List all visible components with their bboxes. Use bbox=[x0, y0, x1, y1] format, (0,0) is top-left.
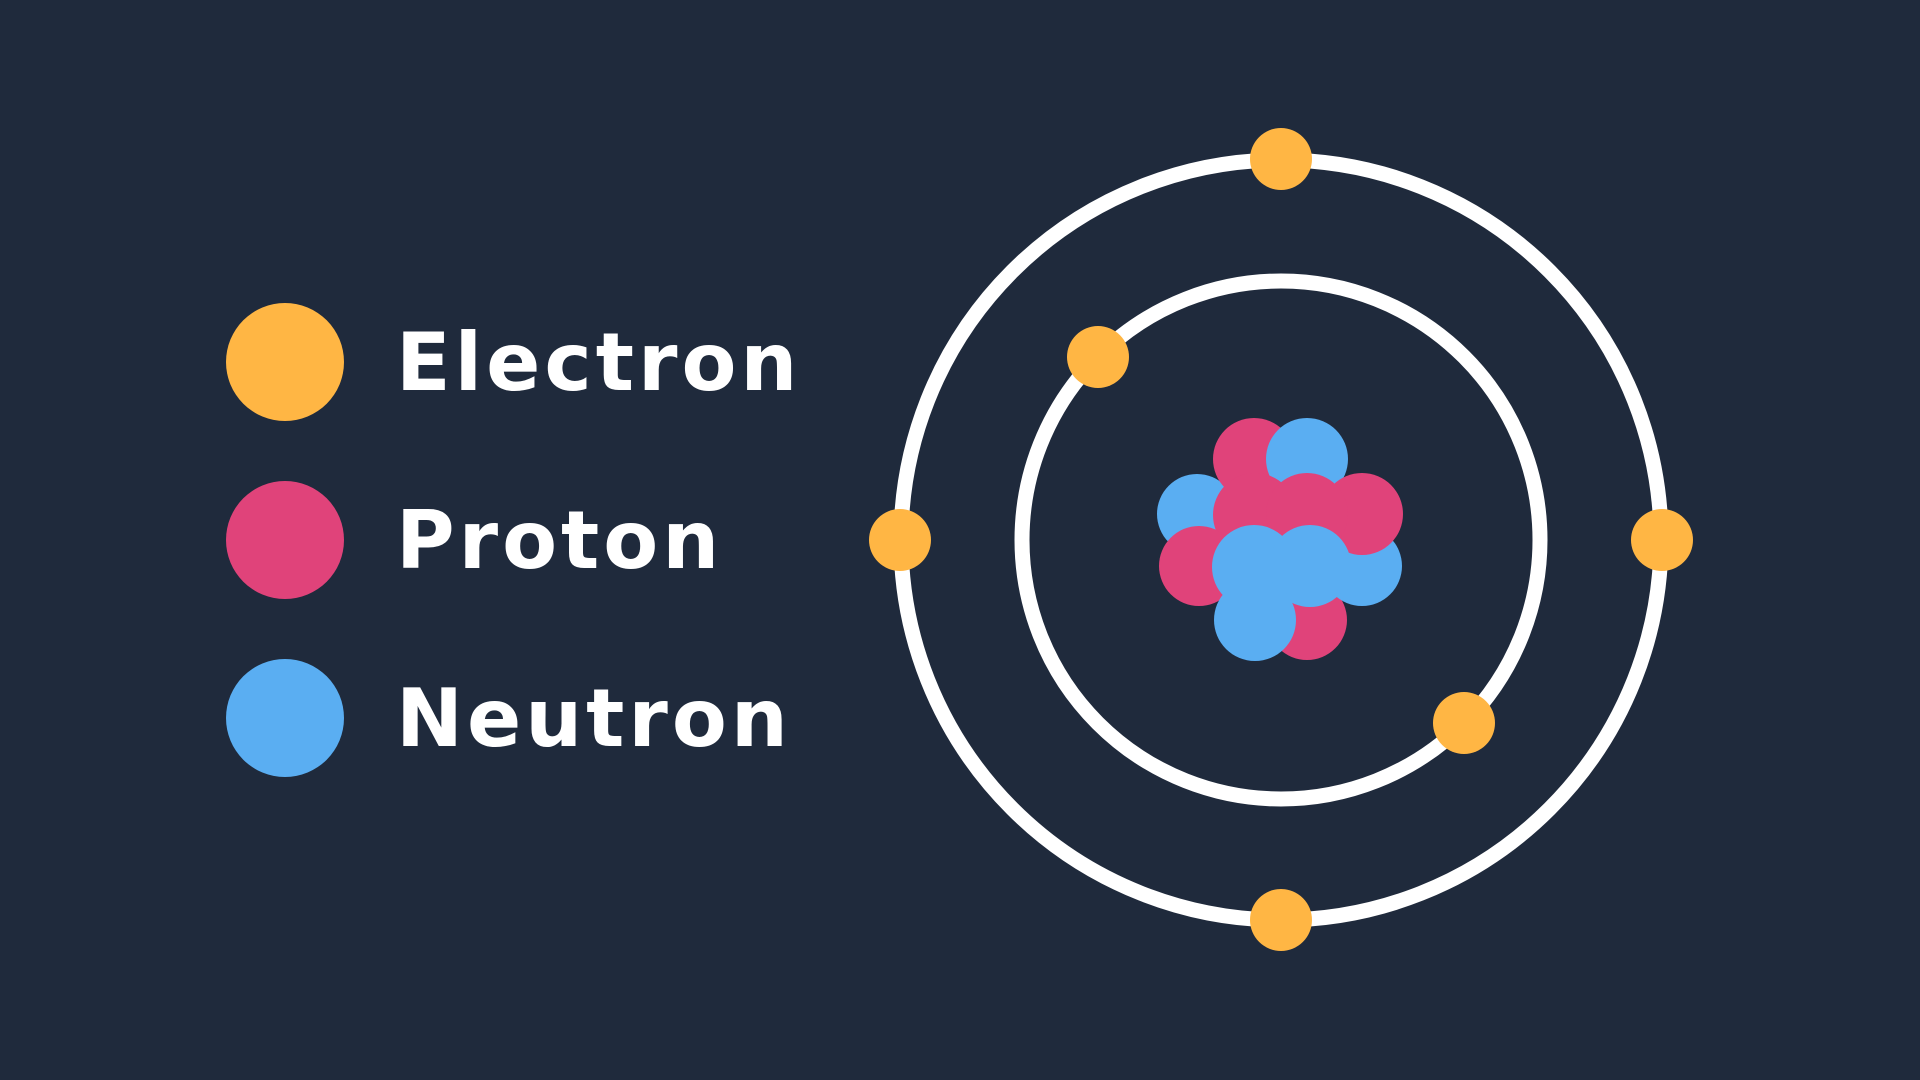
electron bbox=[1250, 889, 1312, 951]
proton-legend-dot bbox=[226, 481, 344, 599]
legend-label-electron: Electron bbox=[396, 315, 802, 409]
nucleus bbox=[1157, 418, 1403, 661]
electron bbox=[869, 509, 931, 571]
legend-item-electron: Electron bbox=[226, 302, 801, 422]
electron-legend-dot bbox=[226, 303, 344, 421]
neutron bbox=[1269, 525, 1351, 607]
legend-label-neutron: Neutron bbox=[396, 671, 792, 765]
electron bbox=[1067, 326, 1129, 388]
electron bbox=[1250, 128, 1312, 190]
electron bbox=[1631, 509, 1693, 571]
legend-label-proton: Proton bbox=[396, 493, 724, 587]
electron bbox=[1433, 692, 1495, 754]
neutron-legend-dot bbox=[226, 659, 344, 777]
legend-item-proton: Proton bbox=[226, 480, 723, 600]
inner-orbit bbox=[1014, 273, 1548, 807]
legend-item-neutron: Neutron bbox=[226, 658, 792, 778]
electrons bbox=[869, 128, 1693, 951]
neutron bbox=[1214, 579, 1296, 661]
